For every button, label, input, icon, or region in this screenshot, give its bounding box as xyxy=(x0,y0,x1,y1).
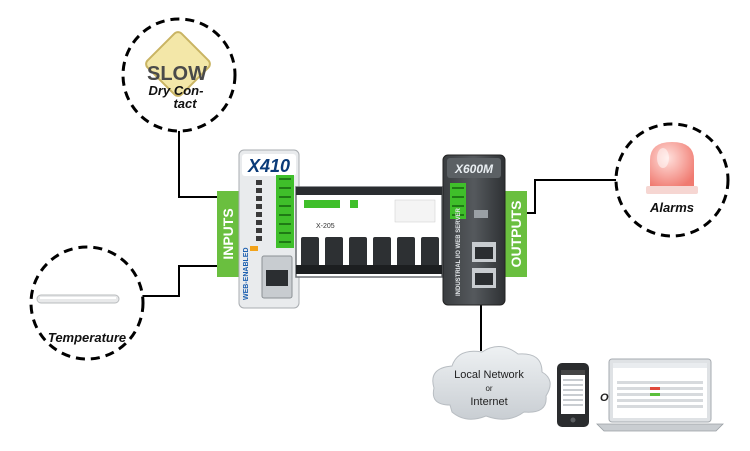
inputs-label: INPUTS xyxy=(220,208,236,259)
alarms-node: Alarms xyxy=(614,122,730,238)
dry-contact-label-line1: Dry Con- xyxy=(149,83,204,98)
relay-terminal-strip xyxy=(296,265,442,274)
slow-sign-text: SLOW xyxy=(147,63,207,85)
network-label-line2: or xyxy=(485,384,492,393)
dry-contact-node: SLOW Dry Con- tact xyxy=(121,17,237,133)
x600m-ethernet-ports xyxy=(472,242,496,288)
network-cloud: Local Network or Internet xyxy=(432,346,551,420)
x600m-usb-port xyxy=(474,210,488,218)
network-label-line1: Local Network xyxy=(454,369,524,381)
x410-power-indicator xyxy=(250,246,258,251)
x600m-green-terminal-block xyxy=(450,183,466,219)
laptop-icon xyxy=(596,358,724,432)
temperature-probe-icon xyxy=(36,294,120,304)
line-temperature-to-inputs xyxy=(141,265,218,297)
x600m-side-text: INDUSTRIAL I/O WEB SERVER xyxy=(456,208,462,296)
x410-device: X410 WEB-ENABLED xyxy=(238,149,300,309)
x410-green-terminal-block xyxy=(276,175,294,248)
outputs-label: OUTPUTS xyxy=(508,201,524,268)
alarm-beacon-icon xyxy=(646,142,698,194)
relay-modules xyxy=(301,237,439,267)
slow-sign-icon: SLOW xyxy=(145,31,211,97)
network-label-line3: Internet xyxy=(470,396,507,408)
outputs-tag: OUTPUTS xyxy=(505,191,527,277)
dry-contact-label-line2: tact xyxy=(173,96,197,111)
relay-board-model: X-205 xyxy=(316,223,335,230)
temperature-label: Temperature xyxy=(48,330,126,345)
temperature-node: Temperature xyxy=(29,245,145,361)
line-outputs-to-alarms xyxy=(527,179,620,214)
alarms-label: Alarms xyxy=(649,200,694,215)
relay-board: X-205 xyxy=(295,186,443,278)
x410-brand-logo: X410 xyxy=(247,156,290,176)
connection-lines xyxy=(141,128,620,351)
smartphone-icon xyxy=(557,363,589,427)
x600m-brand-logo: X600M xyxy=(454,162,494,176)
x600m-device: X600M INDUSTRIAL I/O WEB SERVER xyxy=(442,154,506,306)
x410-side-text: WEB-ENABLED xyxy=(243,248,250,301)
x410-led-column xyxy=(256,180,262,241)
relay-green-terminals xyxy=(304,200,358,208)
inputs-tag: INPUTS xyxy=(217,191,239,277)
line-dry-contact-to-inputs xyxy=(178,128,218,198)
